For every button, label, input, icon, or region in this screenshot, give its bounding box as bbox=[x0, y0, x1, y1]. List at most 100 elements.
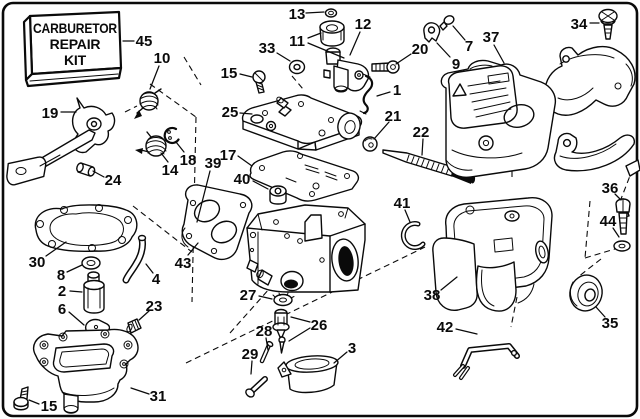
screw-part-7 bbox=[439, 15, 455, 31]
leader-line-22 bbox=[421, 138, 424, 156]
leader-line-8 bbox=[66, 264, 83, 273]
leader-line-36 bbox=[614, 193, 622, 201]
callout-39-20: 39 bbox=[205, 155, 222, 172]
leader-line-41 bbox=[404, 209, 411, 223]
callout-24-17: 24 bbox=[105, 172, 122, 189]
roller-part-24 bbox=[76, 162, 96, 177]
callout-1-13: 1 bbox=[393, 82, 401, 99]
screw-part-15-bottom bbox=[13, 386, 29, 411]
assembly-dashed-lines bbox=[124, 56, 634, 364]
callout-43-27: 43 bbox=[175, 255, 192, 272]
callout-42-39: 42 bbox=[437, 319, 454, 336]
leader-line-25 bbox=[239, 112, 253, 115]
callout-25-12: 25 bbox=[222, 104, 239, 121]
leader-line-37 bbox=[493, 44, 505, 64]
leader-line-39 bbox=[196, 170, 211, 223]
leader-line-13 bbox=[305, 11, 325, 14]
leader-line-43 bbox=[187, 242, 199, 256]
throttle-link-rod-part bbox=[6, 129, 96, 186]
leader-line-27 bbox=[258, 295, 273, 300]
callout-38-38: 38 bbox=[424, 287, 441, 304]
kit-box-line-2: REPAIR bbox=[50, 36, 101, 52]
leader-line-15 bbox=[239, 73, 253, 78]
callout-26-34: 26 bbox=[311, 317, 328, 334]
washer-part-33 bbox=[288, 59, 306, 75]
callout-7-5: 7 bbox=[465, 38, 473, 55]
screw-part-15-top bbox=[252, 70, 266, 94]
leader-line-3 bbox=[333, 351, 348, 364]
leader-line-9 bbox=[436, 42, 451, 58]
grommet-part-40 bbox=[269, 185, 287, 205]
leader-line-15 bbox=[28, 399, 40, 405]
callout-37-8: 37 bbox=[483, 29, 500, 46]
kit-box: CARBURETOR REPAIR KIT bbox=[22, 10, 123, 88]
callout-22-16: 22 bbox=[413, 124, 430, 141]
callout-4-30: 4 bbox=[152, 271, 161, 288]
callout-36-23: 36 bbox=[602, 180, 619, 197]
leader-line-42 bbox=[455, 328, 478, 335]
leader-line-11 bbox=[307, 42, 345, 59]
callout-30-26: 30 bbox=[29, 254, 46, 271]
pump-cup-part-11 bbox=[319, 20, 345, 47]
callout-10-11: 10 bbox=[154, 50, 171, 67]
idle-spring-part-14 bbox=[135, 131, 167, 157]
lower-bracket-arm bbox=[553, 132, 640, 177]
clevis-part-9 bbox=[423, 22, 441, 43]
callout-2-29: 2 bbox=[58, 283, 66, 300]
leader-line-26 bbox=[290, 316, 311, 323]
callout-20-7: 20 bbox=[412, 41, 429, 58]
leader-line-1 bbox=[376, 91, 391, 97]
float-bowl-part-31 bbox=[32, 328, 139, 414]
float-part-3 bbox=[277, 355, 339, 394]
hinge-pin-part-29 bbox=[245, 376, 268, 398]
plug-part-23 bbox=[126, 318, 142, 334]
leader-line-14 bbox=[160, 152, 169, 163]
callout-11-2: 11 bbox=[289, 33, 305, 50]
adapter-flange-part-43 bbox=[181, 184, 253, 261]
carburetor-body bbox=[246, 204, 366, 293]
leader-line-40 bbox=[252, 180, 269, 190]
leader-line-21 bbox=[373, 121, 390, 140]
leader-line-26 bbox=[288, 327, 311, 342]
nut-part-21 bbox=[362, 136, 378, 152]
pump-arm-part-12 bbox=[323, 47, 370, 93]
callout-40-22: 40 bbox=[234, 171, 251, 188]
callout-19-14: 19 bbox=[42, 105, 59, 122]
silencer-base-part-38 bbox=[432, 197, 553, 312]
leader-line-20 bbox=[395, 53, 412, 65]
callout-41-24: 41 bbox=[394, 195, 411, 212]
leader-line-17 bbox=[237, 155, 253, 167]
screw-part-34 bbox=[598, 8, 618, 40]
cam-link-part-42 bbox=[453, 343, 520, 380]
callout-23-32: 23 bbox=[146, 298, 163, 315]
leader-line-7 bbox=[452, 25, 466, 41]
grommet-part-35 bbox=[569, 274, 603, 312]
callout-12-3: 12 bbox=[355, 16, 372, 33]
leader-line-44 bbox=[612, 227, 620, 238]
callout-15-42: 15 bbox=[41, 398, 58, 415]
bowl-gasket-part-30 bbox=[34, 204, 138, 252]
callout-33-4: 33 bbox=[259, 40, 276, 57]
leader-line-24 bbox=[92, 170, 105, 178]
callout-17-21: 17 bbox=[220, 147, 237, 164]
inlet-needle-part-26 bbox=[278, 336, 286, 354]
leader-line-29 bbox=[250, 360, 253, 375]
leader-line-18 bbox=[175, 141, 185, 153]
needle-seat-part-26 bbox=[272, 308, 290, 338]
callout-31-41: 31 bbox=[150, 388, 167, 405]
callout-27-33: 27 bbox=[240, 287, 257, 304]
c-clip-part-41 bbox=[400, 221, 426, 250]
callout-29-36: 29 bbox=[242, 346, 259, 363]
washer-part-8 bbox=[81, 256, 101, 270]
callout-13-1: 13 bbox=[289, 6, 306, 23]
leader-line-6 bbox=[68, 311, 85, 326]
callout-6-31: 6 bbox=[58, 301, 66, 318]
leader-line-2 bbox=[69, 290, 83, 293]
air-silencer-cover-part-37 bbox=[440, 59, 557, 179]
e-clip-part-18 bbox=[163, 126, 180, 144]
leader-line-38 bbox=[440, 276, 458, 291]
leader-line-33 bbox=[276, 52, 291, 62]
callout-14-18: 14 bbox=[162, 162, 179, 179]
callout-18-19: 18 bbox=[180, 152, 197, 169]
